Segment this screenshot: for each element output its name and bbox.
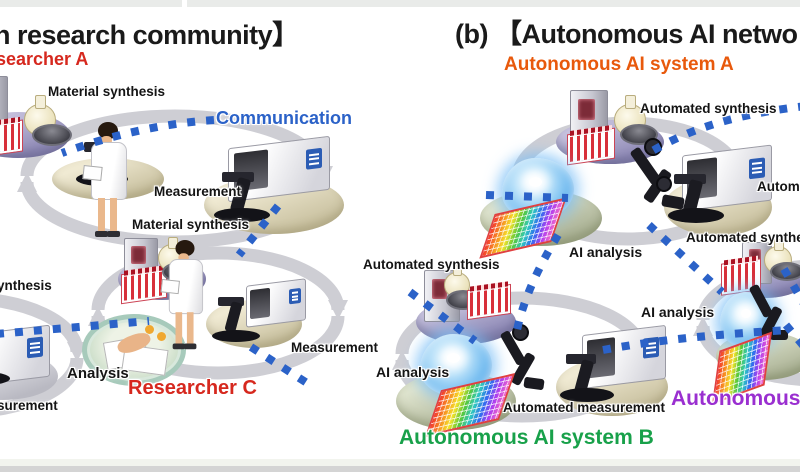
panel-b-title: (b) 【Autonomous AI netwo: [455, 19, 798, 49]
sample-dot-icon: [145, 325, 154, 334]
robot-gripper-icon: [523, 376, 545, 391]
system-a-label: Autonomous AI system A: [504, 54, 734, 75]
ai-analysis-label-b: AI analysis: [376, 364, 450, 380]
communication-legend-label: Communication: [216, 108, 353, 128]
top-strip-gap: [182, 0, 187, 7]
microscope-icon: [212, 330, 260, 342]
measurement-label-b: surement: [0, 398, 58, 413]
instrument-logo: [288, 287, 301, 305]
instrument-logo: [306, 148, 322, 171]
person-leg: [95, 198, 108, 237]
researcher-c-label: Researcher C: [128, 377, 257, 399]
analysis-label-c: Analysis: [67, 365, 129, 382]
robot-joint-icon: [512, 324, 529, 341]
microscope-icon: [566, 354, 596, 364]
system-c-label: Autonomous: [671, 387, 800, 410]
instrument-logo: [748, 157, 765, 180]
material-synthesis-label-a: Material synthesis: [48, 84, 166, 99]
measurement-label-c: Measurement: [291, 340, 379, 355]
robot-joint-icon: [644, 138, 662, 156]
automated-synthesis-label-a: Automated synthesis: [640, 101, 777, 116]
researcher-figure: [160, 240, 218, 350]
communication-dotted-line: [513, 232, 562, 331]
ai-analysis-label-c: AI analysis: [641, 304, 715, 320]
instrument-logo: [643, 337, 660, 360]
measurement-label-a: Measurement: [154, 184, 242, 199]
researcher-a-label: searcher A: [0, 49, 89, 69]
reagent-rack-icon: [467, 283, 511, 321]
system-b-label: Autonomous AI system B: [399, 426, 654, 449]
panel-a-title: n research community】: [0, 20, 299, 50]
automated-synthesis-label-b: Automated synthesis: [363, 257, 500, 272]
mortar-bowl-icon: [32, 124, 72, 146]
ai-analysis-label-a: AI analysis: [569, 244, 643, 260]
automated-synthesis-label-c: Automated synthe: [686, 230, 800, 245]
material-synthesis-label-b: ynthesis: [0, 278, 52, 293]
top-border-strip: [0, 0, 800, 7]
robot-gripper-icon: [770, 330, 788, 340]
mortar-bowl-icon: [770, 262, 800, 281]
robot-joint-icon: [656, 176, 672, 192]
automated-measurement-label-a: Autom: [757, 179, 800, 194]
person-leg: [184, 312, 197, 350]
spectrometer-icon: [246, 278, 306, 328]
bottom-border-strip: [0, 466, 800, 472]
notebook-icon: [82, 165, 103, 181]
sample-dot-icon: [157, 332, 166, 341]
bottom-light-strip: [0, 459, 800, 466]
instrument-logo: [26, 336, 43, 359]
material-synthesis-label-c: Material synthesis: [132, 217, 250, 232]
notebook-icon: [160, 278, 180, 295]
person-leg: [172, 312, 185, 350]
automated-measurement-label-b: Automated measurement: [503, 400, 666, 415]
microscope-icon: [668, 208, 724, 223]
person-leg: [107, 198, 120, 237]
